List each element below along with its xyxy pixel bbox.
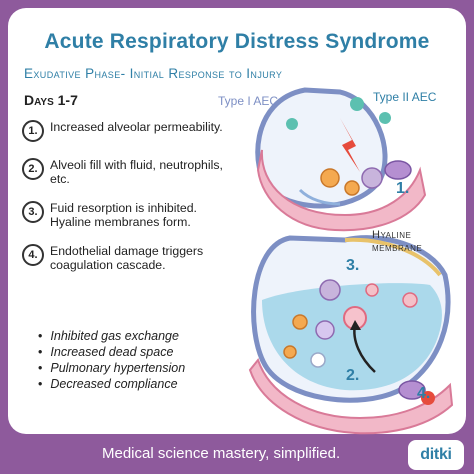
footer-bar: Medical science mastery, simplified. dit… bbox=[0, 440, 474, 474]
step-4: 4. Endothelial damage triggers coagulati… bbox=[22, 244, 240, 272]
type2-cell-icon bbox=[286, 118, 298, 130]
consequence-item: Inhibited gas exchange bbox=[50, 328, 185, 344]
hyaline-membrane bbox=[344, 237, 442, 277]
capillary-vessel bbox=[256, 149, 427, 232]
consequences-list: Inhibited gas exchange Increased dead sp… bbox=[50, 328, 185, 392]
consequence-item: Increased dead space bbox=[50, 344, 185, 360]
consequence-item: Decreased compliance bbox=[50, 376, 185, 392]
step-text: Increased alveolar permeability. bbox=[50, 120, 223, 134]
alveolar-fluid bbox=[262, 283, 442, 391]
macrophage-icon bbox=[361, 167, 383, 189]
marker-1: 1. bbox=[396, 180, 409, 197]
footer-tagline: Medical science mastery, simplified. bbox=[102, 445, 341, 462]
marker-2: 2. bbox=[346, 367, 359, 384]
page-title: Acute Respiratory Distress Syndrome bbox=[44, 30, 430, 53]
page-subtitle: Exudative Phase- Initial Response to Inj… bbox=[24, 66, 283, 81]
injury-bolt-icon bbox=[340, 118, 360, 172]
step-number: 2. bbox=[22, 158, 44, 180]
type2-aec-label: Type II AEC bbox=[373, 90, 437, 104]
step-2: 2. Alveoli fill with fluid, neutrophils,… bbox=[22, 158, 240, 186]
days-label: Days 1-7 bbox=[24, 92, 78, 108]
capillary-vessel bbox=[248, 357, 454, 435]
step-3: 3. Fuid resorption is inhibited. Hyaline… bbox=[22, 201, 240, 229]
step-1: 1. Increased alveolar permeability. bbox=[22, 120, 240, 142]
consequence-item: Pulmonary hypertension bbox=[50, 360, 185, 376]
bottom-alveolus bbox=[248, 235, 454, 435]
marker-3: 3. bbox=[346, 257, 359, 274]
top-alveolus bbox=[255, 87, 427, 232]
hyaline-label-line2: membrane bbox=[372, 242, 422, 254]
step-text: Endothelial damage triggers coagulation … bbox=[50, 244, 204, 272]
type1-aec-label: Type I AEC bbox=[218, 94, 278, 108]
neutrophil-icon bbox=[320, 168, 340, 188]
step-text: Fuid resorption is inhibited. Hyaline me… bbox=[50, 201, 197, 229]
step-number: 4. bbox=[22, 244, 44, 266]
marker-4: 4. bbox=[417, 385, 430, 402]
step-number: 3. bbox=[22, 201, 44, 223]
step-number: 1. bbox=[22, 120, 44, 142]
hyaline-label-line1: Hyaline bbox=[372, 229, 411, 241]
logo-text: ditki bbox=[420, 446, 452, 463]
step-text: Alveoli fill with fluid, neutrophils, et… bbox=[50, 158, 223, 186]
ditki-logo: ditki bbox=[408, 440, 464, 470]
